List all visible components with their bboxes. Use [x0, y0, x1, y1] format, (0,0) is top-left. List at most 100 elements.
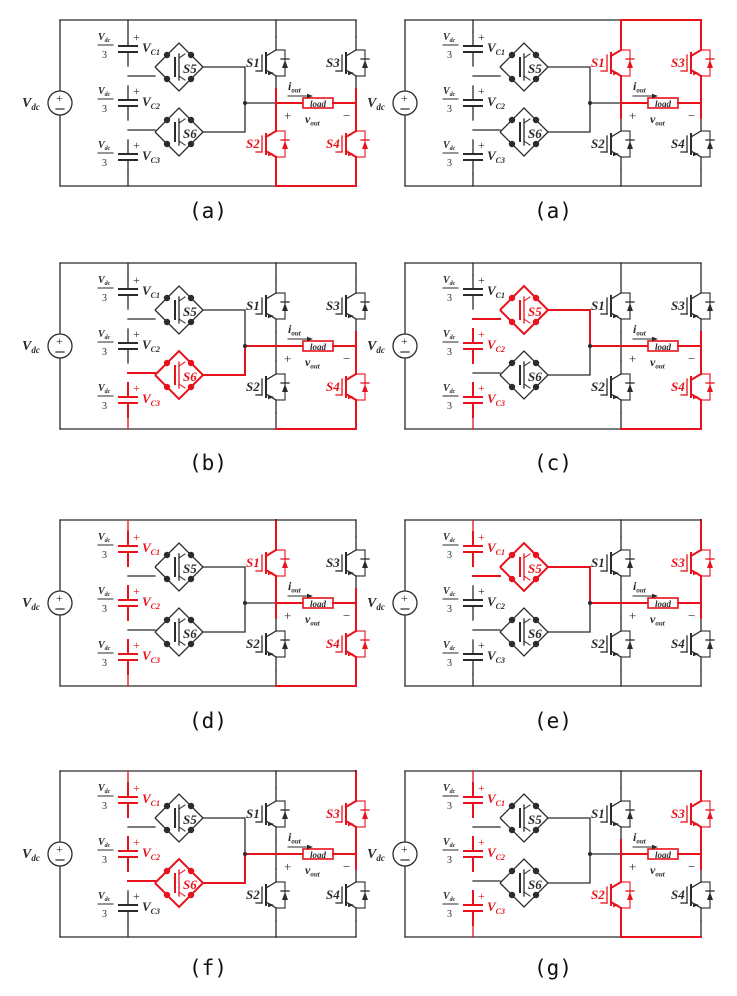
bridge-diode: [187, 318, 195, 326]
symbol: V: [142, 148, 152, 163]
fraction-denominator: 3: [102, 104, 107, 115]
wire: [265, 292, 277, 300]
bridge-diode: [532, 802, 540, 810]
symbol: V: [487, 540, 497, 555]
bridge-diode: [508, 891, 516, 899]
subscript: C3: [151, 156, 160, 165]
vout-minus: −: [688, 351, 695, 366]
symbol: V: [98, 32, 106, 43]
subscript: dc: [450, 335, 456, 341]
subscript: dc: [450, 646, 456, 652]
fraction-denominator: 3: [102, 658, 107, 669]
symbol: V: [487, 94, 497, 109]
source-label: Vdc: [22, 596, 40, 612]
load-label: load: [310, 850, 327, 860]
emitter-arrow: [613, 151, 619, 157]
switch-label-2: S2: [591, 136, 605, 151]
panel-caption: (b): [189, 451, 227, 475]
symbol: S2: [246, 887, 260, 902]
igbt-switch: [600, 868, 635, 922]
cap-label: VC1: [142, 40, 160, 57]
emitter-arrow: [613, 394, 619, 400]
vout-label: vout: [305, 863, 321, 879]
subscript: out: [291, 330, 301, 338]
wire: [690, 881, 702, 889]
current-arrow-head: [307, 593, 313, 599]
diode-triangle: [707, 560, 713, 568]
symbol: S1: [246, 298, 260, 313]
symbol: i: [633, 830, 637, 844]
bridge-diode: [532, 294, 540, 302]
wire: [264, 129, 278, 139]
subscript: dc: [450, 281, 456, 287]
bridge-diode: [163, 359, 171, 367]
bridge-diode: [163, 51, 171, 59]
cap-label: VC1: [487, 791, 505, 808]
vout-label: vout: [305, 112, 321, 128]
wire: [689, 372, 703, 382]
subscript: out: [291, 838, 301, 846]
wire: [265, 49, 277, 57]
symbol: V: [487, 594, 497, 609]
subscript: out: [636, 838, 646, 846]
igbt-switch: [335, 117, 370, 171]
cap-plus: +: [133, 638, 140, 652]
subscript: out: [655, 871, 665, 879]
igbt-switch: [335, 36, 370, 90]
symbol: S2: [591, 636, 605, 651]
symbol: S3: [671, 298, 685, 313]
diode-triangle: [282, 303, 288, 311]
subscript: C1: [496, 48, 505, 57]
capacitor: [118, 585, 138, 621]
wire: [178, 53, 186, 59]
cap-label: VC2: [142, 337, 160, 354]
emitter-arrow: [348, 313, 354, 319]
subscript: C3: [151, 907, 160, 916]
current-arrow-head: [652, 336, 658, 342]
dc-source: [392, 590, 418, 616]
symbol: v: [305, 112, 311, 126]
dc-source: [392, 90, 418, 116]
switch-label-2: S2: [591, 636, 605, 651]
symbol: S4: [671, 379, 685, 394]
igbt-switch: [680, 360, 715, 414]
bridge-diode: [187, 640, 195, 648]
symbol: V: [98, 383, 106, 394]
switch-label-2: S2: [246, 636, 260, 651]
diode-triangle: [707, 384, 713, 392]
bidirectional-switch: [154, 107, 204, 157]
fraction-denominator: 3: [102, 293, 107, 304]
wire: [690, 292, 702, 300]
emitter-arrow: [693, 902, 699, 908]
load-label: load: [655, 599, 672, 609]
diode-triangle: [627, 560, 633, 568]
wire: [610, 549, 622, 557]
emitter-arrow: [268, 70, 274, 76]
vout-label: vout: [305, 612, 321, 628]
cap-label: VC1: [487, 283, 505, 300]
wire: [548, 309, 591, 346]
cap-plus: +: [478, 138, 485, 152]
symbol: V: [487, 648, 497, 663]
switch-label-3: S3: [326, 806, 340, 821]
symbol: S6: [183, 626, 197, 641]
wire: [178, 869, 186, 875]
diode-triangle: [282, 141, 288, 149]
capacitor: [118, 836, 138, 872]
capacitor: [463, 274, 483, 310]
cap-plus: +: [133, 584, 140, 598]
circuit-panel: +Vdc+VC1Vdc3+VC2Vdc3+VC3Vdc3S5S6loadiout…: [367, 770, 715, 938]
emitter-arrow: [613, 313, 619, 319]
fraction-numerator: Vdc: [443, 329, 456, 341]
vout-label: vout: [650, 612, 666, 628]
bidirectional-switch: [499, 607, 549, 657]
fraction-numerator: Vdc: [443, 837, 456, 849]
igbt-switch: [680, 868, 715, 922]
igbt-switch: [600, 117, 635, 171]
fraction-denominator: 3: [102, 347, 107, 358]
emitter-arrow: [348, 570, 354, 576]
fraction-denominator: 3: [447, 658, 452, 669]
symbol: V: [98, 140, 106, 151]
emitter-arrow: [693, 151, 699, 157]
wire: [203, 66, 246, 103]
